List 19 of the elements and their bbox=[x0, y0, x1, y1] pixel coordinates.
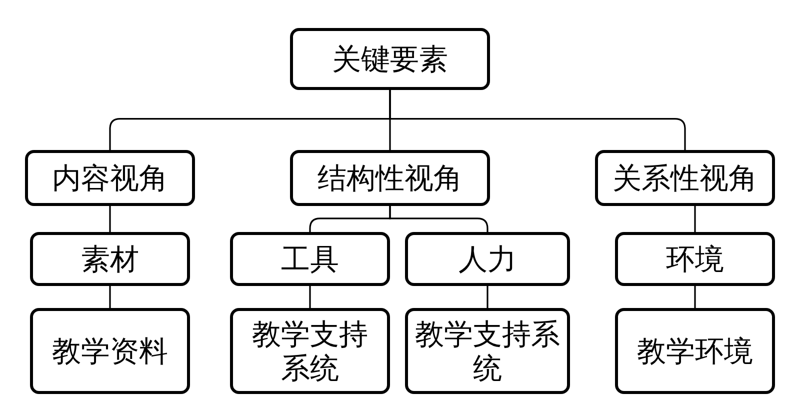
concept-box: 教学支持系统 bbox=[230, 308, 390, 394]
connector-line bbox=[109, 286, 111, 308]
concept-box: 素材 bbox=[30, 232, 190, 286]
concept-box: 人力 bbox=[405, 232, 570, 286]
concept-box: 教学环境 bbox=[615, 308, 775, 394]
connector-line bbox=[694, 206, 696, 232]
concept-box: 教学资料 bbox=[30, 308, 190, 394]
concept-box: 教学支持系统 bbox=[405, 308, 570, 394]
connector-line bbox=[109, 206, 111, 232]
connector-line bbox=[389, 90, 686, 150]
concept-box: 工具 bbox=[230, 232, 390, 286]
concept-box: 关键要素 bbox=[290, 28, 490, 90]
concept-box: 环境 bbox=[615, 232, 775, 286]
connector-line bbox=[309, 286, 311, 308]
concept-box: 关系性视角 bbox=[595, 150, 775, 206]
connector-line bbox=[694, 286, 696, 308]
concept-box: 结构性视角 bbox=[290, 150, 490, 206]
connector-line bbox=[486, 286, 488, 308]
concept-box: 内容视角 bbox=[25, 150, 195, 206]
